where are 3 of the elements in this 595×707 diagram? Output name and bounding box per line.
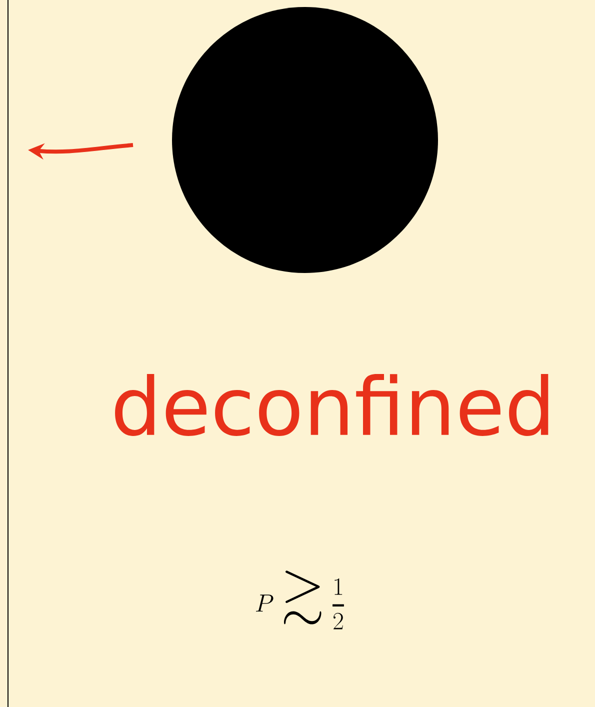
- circle: [172, 7, 438, 273]
- formula: $P \gtrsim \frac{1}{2}$: [256, 570, 344, 630]
- state-label: deconfined: [115, 374, 548, 436]
